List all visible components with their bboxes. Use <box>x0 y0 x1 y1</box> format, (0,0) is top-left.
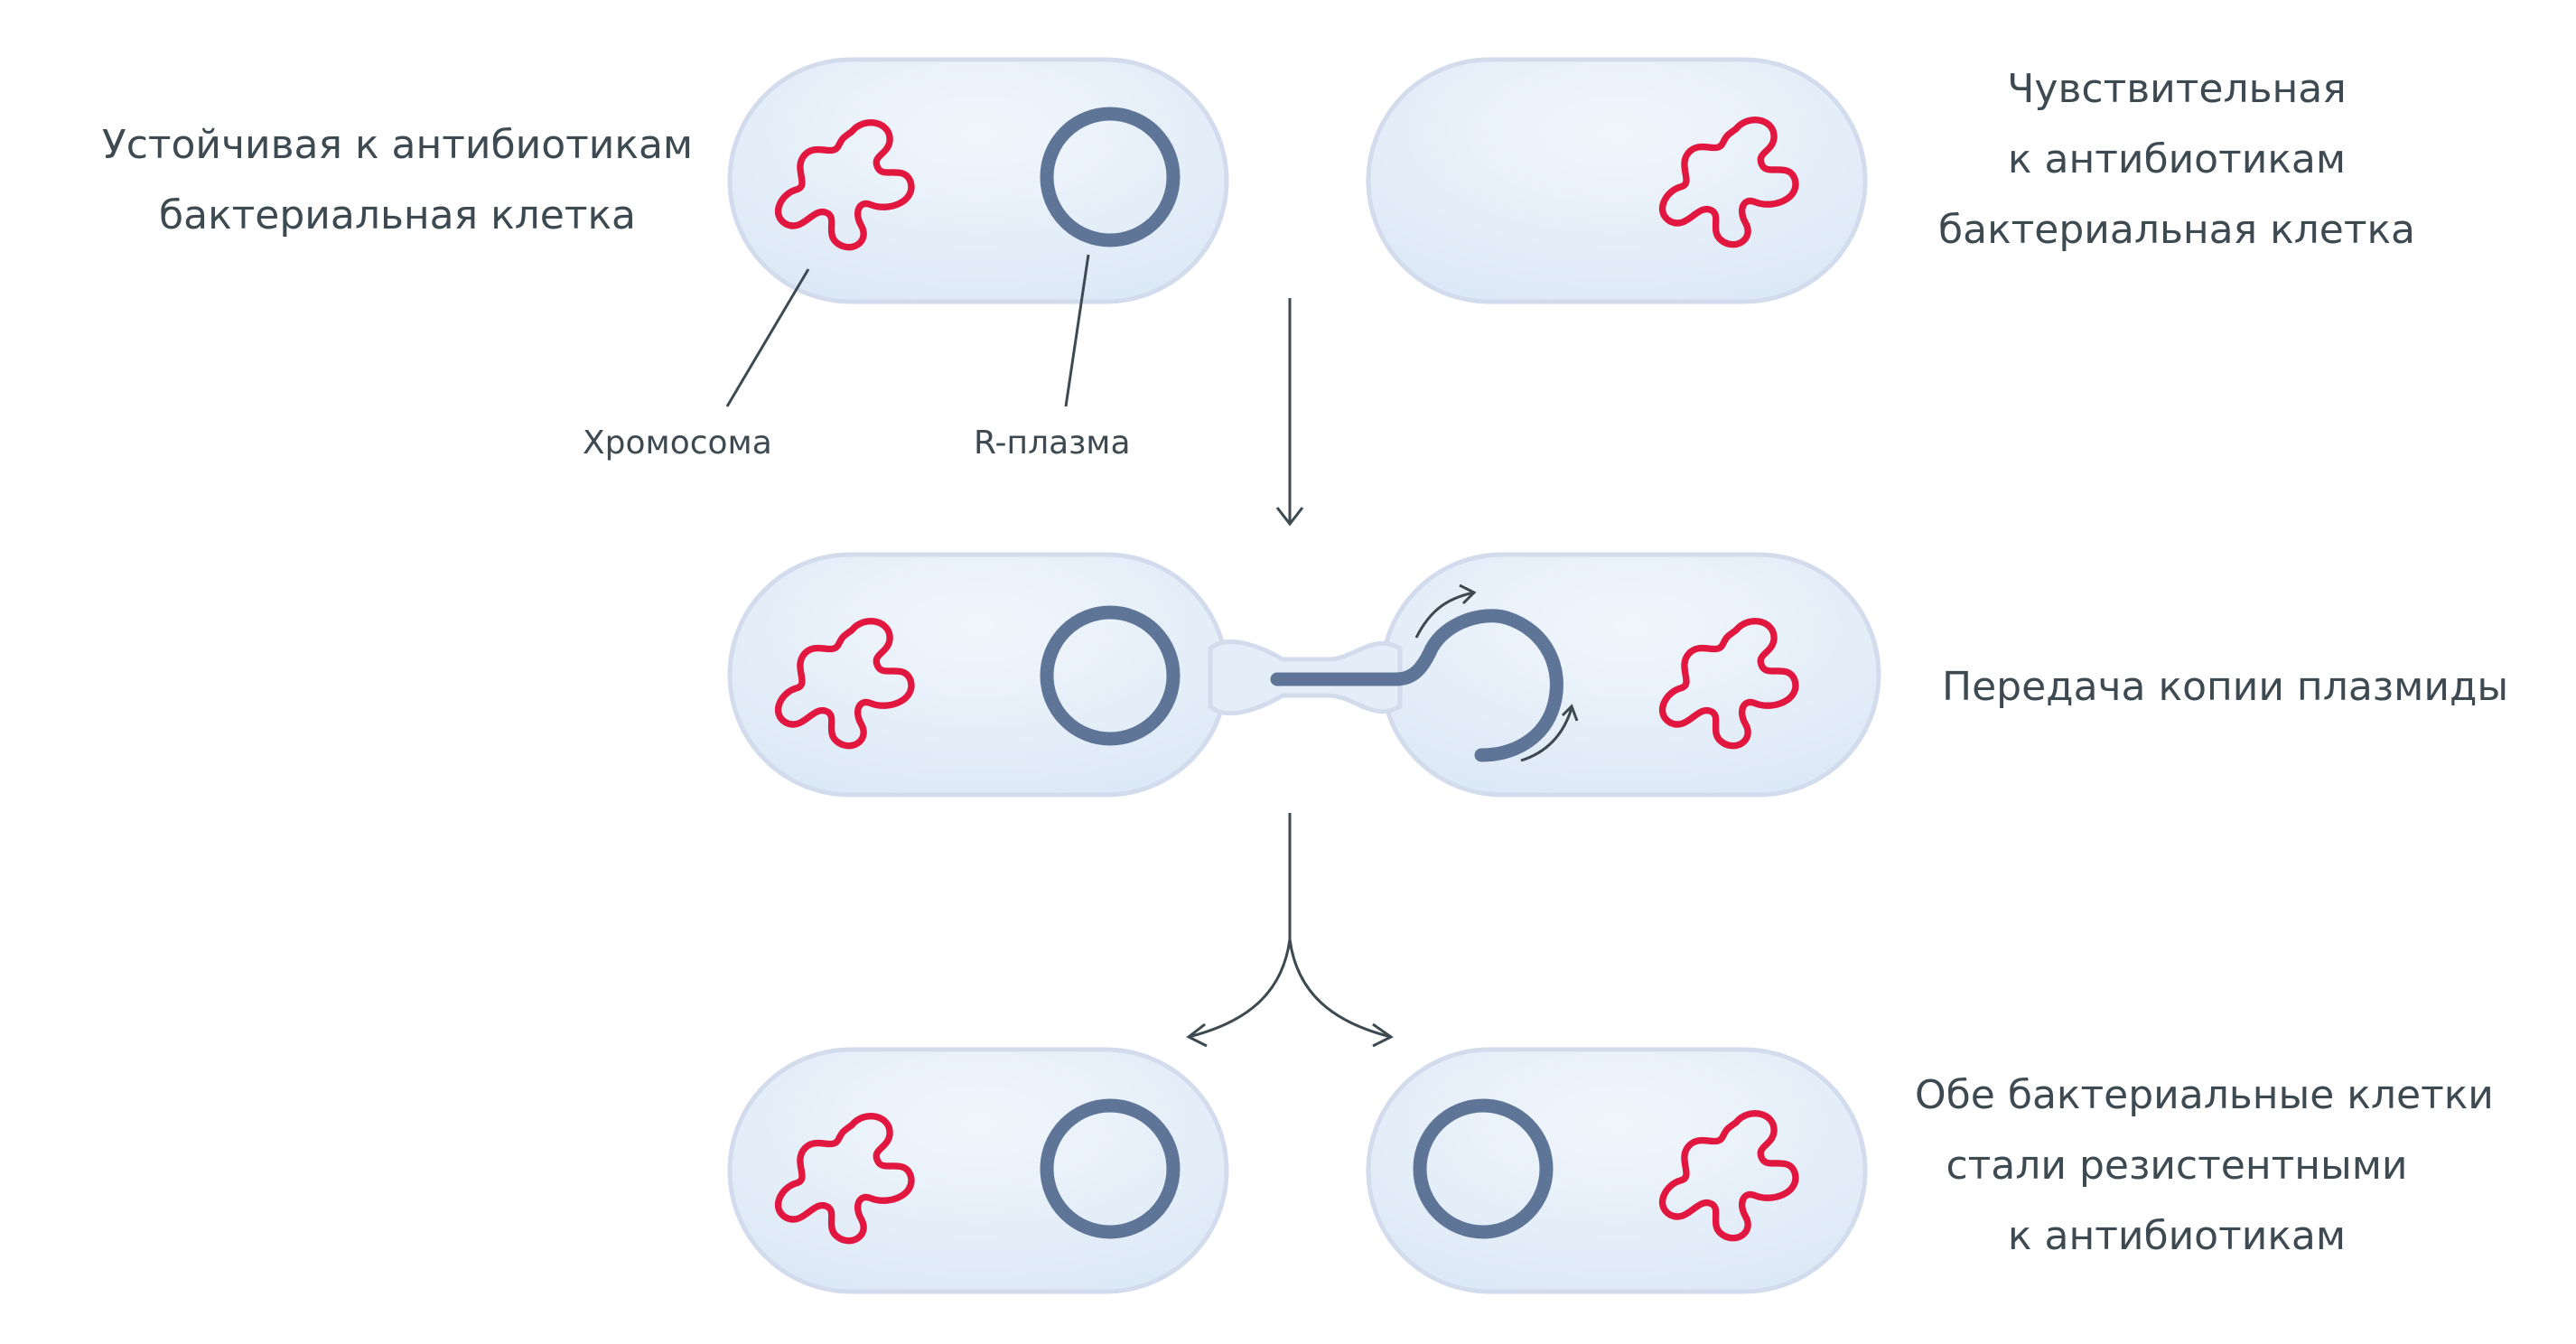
r-plasmid-label: R-плазма <box>974 425 1131 462</box>
down-arrow-head <box>1275 507 1304 527</box>
r-plasmid-ring <box>1040 1098 1181 1239</box>
resistant-cell-label: Устойчивая к антибиотикам бактериальная … <box>99 110 695 251</box>
rotation-arrow-top <box>1414 591 1475 639</box>
split-arrow-right-head <box>1372 1022 1394 1048</box>
sensitive-cell-label: Чувствительная к антибиотикам бактериаль… <box>1915 54 2439 266</box>
rotation-arrow-bottom <box>1520 707 1573 762</box>
label-line: Чувствительная <box>2007 66 2347 112</box>
r-plasmid-ring <box>1040 605 1181 746</box>
split-arrow-left <box>1188 938 1292 1039</box>
r-plasmid-ring <box>1040 107 1181 247</box>
split-arrow-right <box>1288 938 1392 1039</box>
plasmid-copy-strand <box>1270 609 1563 762</box>
chromosome-label: Хромосома <box>583 425 772 462</box>
rotation-arrow-bottom-head <box>1561 704 1579 722</box>
label-line: стали резистентными <box>1946 1143 2408 1189</box>
sensitive-bacterial-cell <box>1366 57 1868 304</box>
chromosome-pointer-line <box>725 268 810 407</box>
label-line: к антибиотикам <box>2007 136 2347 182</box>
split-arrow-left-head <box>1186 1022 1208 1048</box>
plasmid-pointer-line <box>1064 254 1090 407</box>
plasmid-transfer-label: Передача копии плазмиды <box>1942 664 2509 710</box>
label-line: бактериальная клетка <box>158 192 637 238</box>
label-line: бактериальная клетка <box>1937 207 2416 253</box>
label-line: Устойчивая к антибиотикам <box>101 122 694 168</box>
label-line: Обе бактериальные клетки <box>1915 1072 2494 1118</box>
label-line: к антибиотикам <box>2007 1213 2347 1259</box>
rotation-arrow-top-head <box>1459 583 1477 605</box>
result-label: Обе бактериальные клетки стали резистент… <box>1915 1060 2494 1272</box>
recipient-bacterial-cell <box>1379 552 1881 798</box>
r-plasmid-ring <box>1413 1098 1554 1239</box>
